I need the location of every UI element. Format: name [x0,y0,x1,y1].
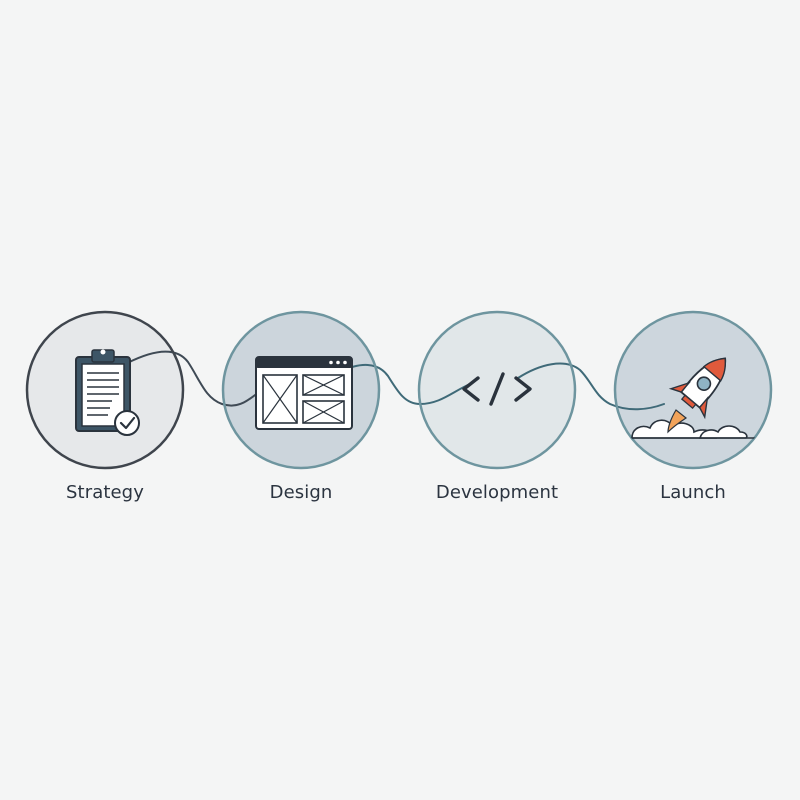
connector-2 [339,364,471,406]
step-label-strategy: Strategy [66,482,144,503]
rocket-icon [630,357,760,439]
step-label-launch: Launch [660,482,726,503]
step-ring-design [221,310,381,470]
step-ring-strategy [25,310,185,470]
wireframe-window-icon [255,356,353,430]
step-label-development: Development [435,482,559,503]
clipboard-check-icon [75,349,140,436]
step-label-design: Design [269,482,333,503]
connector-lines [117,350,665,411]
connector-1 [117,350,263,407]
connector-3 [517,362,665,411]
code-brackets-icon [462,372,532,406]
step-ring-launch [613,310,773,470]
step-ring-development [417,310,577,470]
